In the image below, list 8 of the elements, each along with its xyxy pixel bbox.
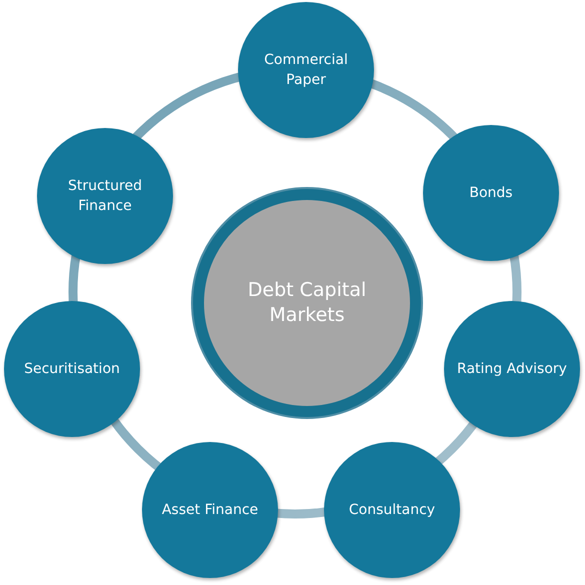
- node-label: Structured Finance: [66, 177, 143, 216]
- node-label: Rating Advisory: [457, 360, 567, 379]
- node-label: Securitisation: [23, 360, 121, 379]
- node-label: Commercial Paper: [263, 51, 349, 90]
- node-label: Debt Capital Markets: [246, 278, 368, 328]
- node-label: Asset Finance: [160, 501, 260, 520]
- node-label: Bonds: [468, 184, 514, 203]
- node-label: Consultancy: [348, 501, 436, 520]
